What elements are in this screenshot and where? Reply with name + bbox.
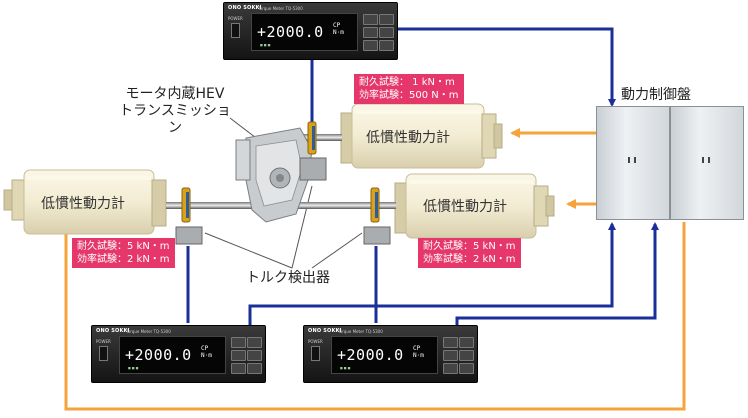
conc-button[interactable] <box>443 363 458 374</box>
right-dynamometer-icon <box>394 173 555 239</box>
unit-nm: N·m <box>333 29 344 36</box>
meter-model: Torque Meter TQ-5300 <box>126 329 171 334</box>
torque-detector-label: トルク検出器 <box>246 270 330 286</box>
torque-value: +2000.0 <box>257 23 324 41</box>
power-switch[interactable] <box>311 346 320 361</box>
menu-button[interactable] <box>231 337 246 348</box>
menu-button[interactable] <box>443 337 458 348</box>
power-line-left <box>61 220 686 411</box>
coupling-icons <box>181 121 380 223</box>
detector-pointer-2 <box>291 185 313 269</box>
right-button[interactable] <box>247 363 262 374</box>
up-button[interactable] <box>247 350 262 361</box>
left-spec-badge: 耐久試験：5 kN・m 効率試験：2 kN・m <box>72 238 175 268</box>
right-spec-durability: 耐久試験：5 kN・m <box>423 241 516 252</box>
signal-line-top <box>310 27 616 107</box>
signal-line-right-meter <box>455 222 659 330</box>
top-dynamometer-label: 低慣性動力計 <box>366 130 450 146</box>
power-label: POWER <box>96 339 111 344</box>
right-button[interactable] <box>379 40 394 51</box>
left-spec-efficiency: 効率試験：2 kN・m <box>77 254 170 265</box>
enter-button[interactable] <box>379 14 394 25</box>
right-shaft <box>282 202 396 209</box>
right-spec-efficiency: 効率試験：2 kN・m <box>423 254 516 265</box>
hev-transmission-icon <box>235 127 313 223</box>
meter-model: Torque Meter TQ-5300 <box>258 6 303 11</box>
up-button[interactable] <box>459 350 474 361</box>
conc-button[interactable] <box>231 363 246 374</box>
hev-transmission-label: モータ内蔵HEV トランスミッション <box>116 86 234 137</box>
top-spec-badge: 耐久試験： 1 kN・m 効率試験：500 N・m <box>354 74 464 104</box>
top-spec-durability: 耐久試験： 1 kN・m <box>359 77 455 88</box>
top-dynamometer-icon <box>340 103 503 169</box>
power-label: POWER <box>308 339 323 344</box>
right-dynamometer-label: 低慣性動力計 <box>423 199 507 215</box>
detector-pointer-3 <box>311 232 363 269</box>
tag-button[interactable] <box>363 27 378 38</box>
left-spec-durability: 耐久試験：5 kN・m <box>77 241 170 252</box>
top-spec-efficiency: 効率試験：500 N・m <box>359 90 459 101</box>
control-panel-label: 動力制御盤 <box>621 87 691 103</box>
status-indicators: ■ ■ ■ <box>340 366 351 370</box>
power-switch[interactable] <box>99 346 108 361</box>
meter-brand: ONO SOKKI <box>308 328 342 334</box>
power-switch[interactable] <box>231 23 240 38</box>
cabinet-right-panel <box>670 106 744 220</box>
unit-nm: N·m <box>201 352 212 359</box>
torque-meter-right: ONO SOKKI Torque Meter TQ-5300 POWER +20… <box>303 325 478 383</box>
enter-button[interactable] <box>247 337 262 348</box>
unit-cp: CP <box>333 22 341 29</box>
meter-model: Torque Meter TQ-5300 <box>338 329 383 334</box>
left-shaft <box>166 202 256 209</box>
torque-meter-top: ONO SOKKI Torque Meter TQ-5300 POWER +20… <box>223 2 398 60</box>
hev-label-line-2: トランスミッション <box>119 103 231 136</box>
cabinet-left-panel <box>596 106 670 220</box>
torque-value: +2000.0 <box>337 346 404 364</box>
right-button[interactable] <box>459 363 474 374</box>
hev-label-line-1: モータ内蔵HEV <box>125 86 225 102</box>
enter-button[interactable] <box>459 337 474 348</box>
up-button[interactable] <box>379 27 394 38</box>
left-dynamometer-label: 低慣性動力計 <box>41 196 125 212</box>
menu-button[interactable] <box>363 14 378 25</box>
detector-pointer-1 <box>204 232 293 269</box>
right-spec-badge: 耐久試験：5 kN・m 効率試験：2 kN・m <box>418 238 521 268</box>
torque-meter-left: ONO SOKKI Torque Meter TQ-5300 POWER +20… <box>91 325 266 383</box>
power-label: POWER <box>228 16 243 21</box>
status-indicators: ■ ■ ■ <box>260 43 271 47</box>
unit-cp: CP <box>201 345 209 352</box>
unit-nm: N·m <box>413 352 424 359</box>
meter-brand: ONO SOKKI <box>228 5 262 11</box>
tag-button[interactable] <box>443 350 458 361</box>
signal-line-left-meter <box>248 222 616 330</box>
unit-cp: CP <box>413 345 421 352</box>
conc-button[interactable] <box>363 40 378 51</box>
tag-button[interactable] <box>231 350 246 361</box>
meter-brand: ONO SOKKI <box>96 328 130 334</box>
status-indicators: ■ ■ ■ <box>128 366 139 370</box>
torque-value: +2000.0 <box>125 346 192 364</box>
torque-sensor-icons <box>175 157 391 245</box>
